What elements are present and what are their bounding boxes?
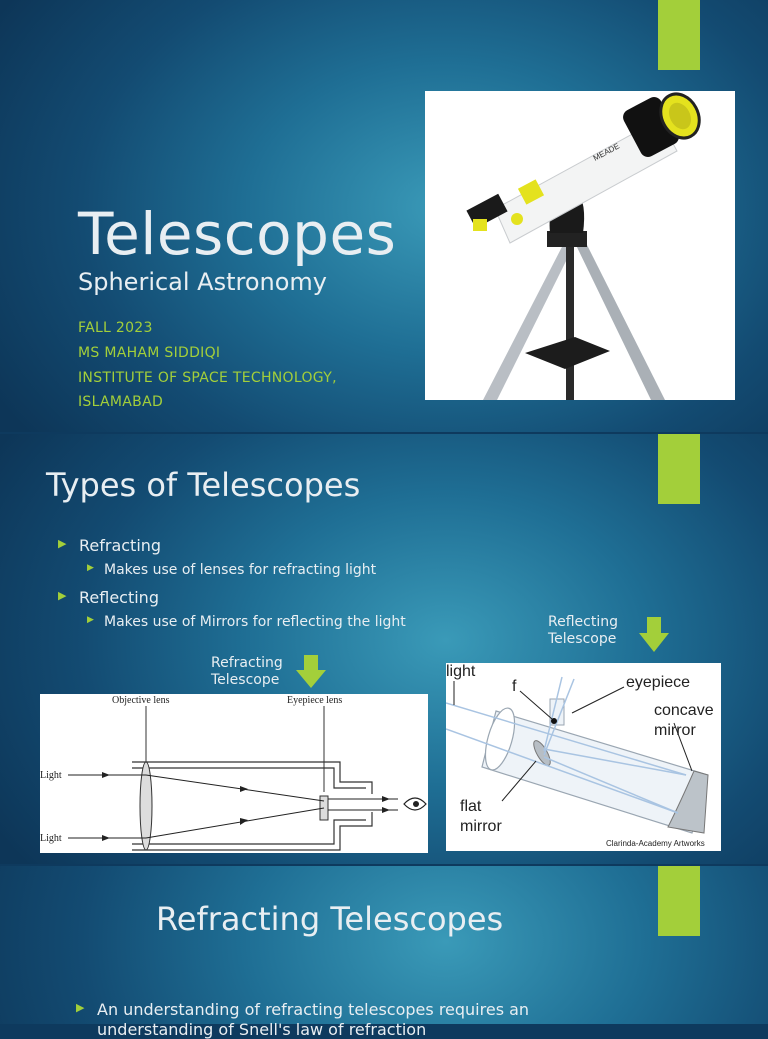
meta-city: ISLAMABAD [78, 394, 164, 410]
concave-mirror-label-2: mirror [654, 722, 696, 739]
light-label-top: Light [40, 770, 62, 781]
eyepiece-label: eyepiece [626, 674, 690, 691]
light-label-bottom: Light [40, 833, 62, 844]
slide-title: Telescopes Spherical Astronomy FALL 2023… [0, 0, 768, 432]
meta-institute: INSTITUTE OF SPACE TECHNOLOGY, [78, 370, 337, 386]
light-label: light [446, 663, 476, 680]
slide-refracting [0, 866, 768, 1024]
reflecting-caption: Reflecting Telescope [548, 614, 618, 647]
refracting-diagram: Objective lens Eyepiece lens Light Light [40, 694, 428, 853]
arrow-down-icon [296, 655, 326, 688]
meta-term: FALL 2023 [78, 320, 153, 336]
concave-mirror-label-1: concave [654, 702, 714, 719]
meta-author: MS MAHAM SIDDIQI [78, 345, 221, 361]
diagram-credit: Clarinda-Academy Artworks [606, 839, 705, 848]
refracting-caption: Refracting Telescope [211, 655, 283, 688]
types-heading: Types of Telescopes [46, 466, 361, 504]
flat-mirror-label-2: mirror [460, 818, 502, 835]
flat-mirror-label-1: flat [460, 798, 482, 815]
objective-lens-label: Objective lens [112, 695, 170, 706]
focal-point-label: f [512, 678, 517, 695]
refracting-heading: Refracting Telescopes [156, 900, 504, 938]
slide-accent-tab [658, 866, 700, 936]
slide-subtitle: Spherical Astronomy [78, 268, 328, 296]
slide-accent-tab [658, 434, 700, 504]
eyepiece-lens-label: Eyepiece lens [287, 695, 342, 706]
reflecting-diagram: light f eyepiece concave mirror flat mir… [445, 663, 721, 851]
slide-accent-tab [658, 0, 700, 70]
slide-title-heading: Telescopes [78, 200, 397, 268]
arrow-down-icon [639, 617, 669, 652]
telescope-photo: MEADE [425, 91, 735, 400]
